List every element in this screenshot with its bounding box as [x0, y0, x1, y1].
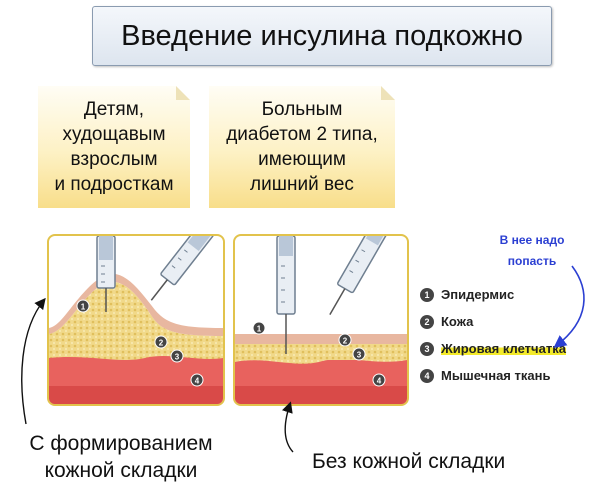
layer-marker-4: 4 — [372, 373, 386, 387]
page-title: Введение инсулина подкожно — [121, 19, 523, 52]
layer-marker-3: 3 — [352, 347, 366, 361]
muscle-band — [49, 386, 223, 404]
arrow-to-no-fold-panel — [282, 401, 294, 453]
skin-layer — [235, 334, 407, 344]
caption-skin-fold: С формированием кожной складки — [29, 432, 213, 482]
muscle-band — [235, 386, 407, 404]
legend-label: Мышечная ткань — [441, 368, 551, 383]
legend-label: Кожа — [441, 314, 474, 329]
layer-marker-1: 1 — [252, 321, 266, 335]
target-note: В нее надо попасть — [499, 233, 565, 268]
title-box: Введение инсулина подкожно — [92, 6, 552, 66]
legend-item-fat-tissue: 3 Жировая клетчатка — [420, 338, 595, 359]
layer-marker-1-text: 1 — [257, 325, 262, 334]
arrow-to-skin-fold — [21, 297, 46, 425]
syringe-angled — [329, 236, 390, 315]
layer-marker-4-text: 4 — [377, 377, 382, 386]
syringe-vertical — [276, 236, 296, 354]
note-fold — [176, 86, 190, 100]
layer-marker-4-text: 4 — [195, 377, 200, 386]
legend-number-badge: 3 — [420, 341, 434, 356]
note-overweight-text: Больным диабетом 2 типа, имеющим лишний … — [226, 99, 378, 195]
note-thin-text: Детям, худощавым взрослым и подросткам — [54, 99, 174, 195]
fat-layer — [49, 281, 223, 360]
syringe-angled — [150, 236, 214, 301]
layer-marker-3-text: 3 — [357, 351, 362, 360]
layer-marker-2: 2 — [154, 335, 168, 349]
layer-marker-1-text: 1 — [81, 303, 86, 312]
note-thin-patients: Детям, худощавым взрослым и подросткам — [38, 86, 190, 208]
note-overweight-patients: Больным диабетом 2 типа, имеющим лишний … — [209, 86, 395, 208]
legend-item-epidermis: 1 Эпидермис — [420, 284, 595, 305]
layer-legend: 1 Эпидермис 2 Кожа 3 Жировая клетчатка 4… — [420, 284, 595, 392]
panel-no-skin-fold: 1 2 3 4 — [233, 234, 409, 406]
layer-marker-3: 3 — [170, 349, 184, 363]
note-fold — [381, 86, 395, 100]
fat-layer-main — [235, 344, 407, 360]
layer-marker-3-text: 3 — [175, 353, 180, 362]
layer-marker-2-text: 2 — [343, 337, 348, 346]
layer-marker-1: 1 — [76, 299, 90, 313]
layer-marker-2: 2 — [338, 333, 352, 347]
skin-fold-illustration: 1 2 3 4 — [49, 236, 223, 404]
legend-number-badge: 1 — [420, 287, 434, 302]
layer-marker-4: 4 — [190, 373, 204, 387]
legend-number-badge: 2 — [420, 314, 434, 329]
legend-item-muscle: 4 Мышечная ткань — [420, 365, 595, 386]
legend-label: Эпидермис — [441, 287, 515, 302]
layer-marker-2-text: 2 — [159, 339, 164, 348]
panel-skin-fold: 1 2 3 4 — [47, 234, 225, 406]
skin-layer — [49, 274, 223, 336]
legend-item-skin: 2 Кожа — [420, 311, 595, 332]
syringe-vertical — [96, 236, 116, 312]
legend-number-badge: 4 — [420, 368, 434, 383]
no-skin-fold-illustration: 1 2 3 4 — [235, 236, 407, 404]
caption-no-skin-fold: Без кожной складки — [312, 450, 506, 473]
legend-label-highlighted: Жировая клетчатка — [441, 341, 566, 356]
